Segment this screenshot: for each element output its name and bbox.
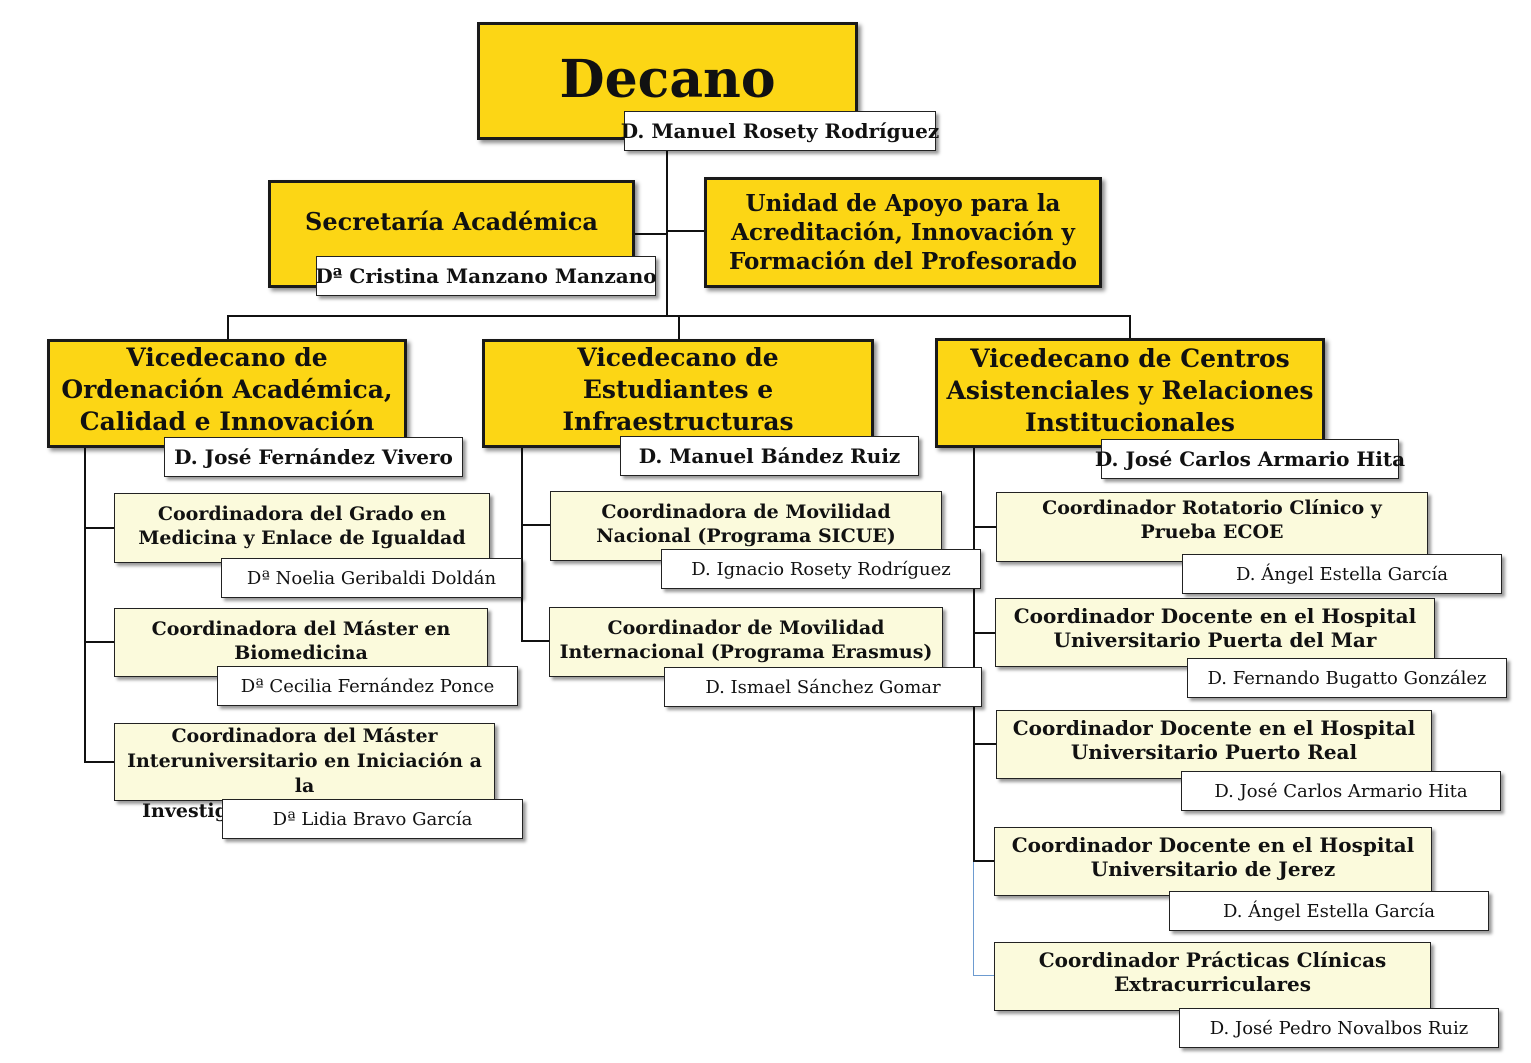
dean-name-box: D. Manuel Rosety Rodríguez (620, 111, 940, 151)
coordinator-3-5-name: D. José Pedro Novalbos Ruiz (1209, 1017, 1469, 1039)
connector-secretary (633, 233, 667, 235)
coordinator-1-2-name: Dª Cecilia Fernández Ponce (240, 675, 495, 697)
coordinator-3-4-box: Coordinador Docente en el Hospital Unive… (994, 827, 1432, 896)
coordinator-3-4-title: Coordinador Docente en el Hospital Unive… (1011, 833, 1415, 881)
coordinator-1-3-name-box: Dª Lidia Bravo García (222, 799, 523, 839)
connector-dean-trunk (666, 150, 668, 315)
dean-name: D. Manuel Rosety Rodríguez (620, 119, 940, 143)
secretary-title: Secretaría Académica (305, 207, 598, 236)
vicedean-1-name-box: D. José Fernández Vivero (164, 437, 463, 477)
coordinator-2-2-title: Coordinador de Movilidad Internacional (… (559, 617, 933, 663)
coordinator-1-3-box: Coordinadora del Máster Interuniversitar… (114, 723, 495, 822)
connector-support-unit (667, 230, 705, 232)
vicedean-1-name: D. José Fernández Vivero (174, 445, 453, 469)
connector-vd3-trunk (973, 447, 975, 862)
coordinator-3-5-title: Coordinador Prácticas Clínicas Extracurr… (1038, 948, 1387, 996)
connector-vd1-trunk (84, 447, 86, 763)
connector-vd3-c1 (973, 526, 997, 528)
coordinator-2-2-name-box: D. Ismael Sánchez Gomar (664, 667, 982, 707)
coordinator-2-2-box: Coordinador de Movilidad Internacional (… (549, 607, 943, 677)
coordinator-3-1-title: Coordinador Rotatorio Clínico y Prueba E… (1042, 497, 1382, 543)
coordinator-2-1-name: D. Ignacio Rosety Rodríguez (691, 558, 951, 580)
vicedean-2-name-box: D. Manuel Bández Ruiz (620, 436, 919, 476)
connector-vd1-c1 (84, 527, 116, 529)
coordinator-1-1-title: Coordinadora del Grado en Medicina y Enl… (138, 503, 466, 549)
coordinator-1-1-box: Coordinadora del Grado en Medicina y Enl… (114, 493, 490, 563)
connector-vd2-c1 (521, 524, 551, 526)
secretary-name: Dª Cristina Manzano Manzano (315, 264, 657, 288)
dean-title: Decano (559, 49, 776, 110)
vicedean-1-title: Vicedecano de Ordenación Académica, Cali… (61, 343, 393, 436)
connector-vd2-c2 (521, 640, 551, 642)
connector-vd2-trunk (521, 447, 523, 642)
vicedean-2-box: Vicedecano de Estudiantes e Infraestruct… (482, 339, 874, 448)
connector-vd1-drop (227, 315, 229, 340)
coordinator-2-1-title: Coordinadora de Movilidad Nacional (Prog… (596, 501, 896, 547)
coordinator-3-1-name-box: D. Ángel Estella García (1182, 554, 1502, 594)
coordinator-3-1-name: D. Ángel Estella García (1236, 563, 1448, 585)
connector-vd3-c3 (973, 743, 997, 745)
connector-vd3-c2 (973, 632, 997, 634)
coordinator-3-5-name-box: D. José Pedro Novalbos Ruiz (1179, 1008, 1499, 1048)
coordinator-1-1-name: Dª Noelia Geribaldi Doldán (246, 567, 497, 589)
connector-vd3-drop (1129, 315, 1131, 340)
coordinator-2-2-name: D. Ismael Sánchez Gomar (705, 676, 941, 698)
connector-vd1-c2 (84, 641, 116, 643)
coordinator-3-4-name-box: D. Ángel Estella García (1169, 891, 1489, 931)
vicedean-2-name: D. Manuel Bández Ruiz (638, 444, 901, 468)
vicedean-3-box: Vicedecano de Centros Asistenciales y Re… (935, 338, 1325, 448)
coordinator-3-3-name-box: D. José Carlos Armario Hita (1181, 771, 1501, 811)
coordinator-3-2-title: Coordinador Docente en el Hospital Unive… (1013, 604, 1417, 652)
coordinator-2-1-name-box: D. Ignacio Rosety Rodríguez (661, 549, 981, 589)
support-unit-box: Unidad de Apoyo para la Acreditación, In… (704, 177, 1102, 288)
connector-vd1-c3 (84, 761, 116, 763)
vicedean-2-title: Vicedecano de Estudiantes e Infraestruct… (562, 343, 794, 436)
coordinator-3-5-box: Coordinador Prácticas Clínicas Extracurr… (994, 942, 1431, 1011)
coordinator-3-2-box: Coordinador Docente en el Hospital Unive… (995, 598, 1435, 667)
coordinator-1-2-name-box: Dª Cecilia Fernández Ponce (217, 666, 518, 706)
coordinator-3-2-name: D. Fernando Bugatto González (1207, 667, 1487, 689)
connector-vd2-drop (678, 315, 680, 340)
coordinator-1-2-box: Coordinadora del Máster en Biomedicina (114, 608, 488, 677)
connector-vd3-trunk-extension (973, 862, 974, 976)
coordinator-3-3-box: Coordinador Docente en el Hospital Unive… (996, 710, 1432, 779)
coordinator-1-1-name-box: Dª Noelia Geribaldi Doldán (221, 558, 522, 598)
connector-vd3-c5 (973, 975, 995, 976)
coordinator-3-1-box: Coordinador Rotatorio Clínico y Prueba E… (996, 492, 1428, 562)
coordinator-3-3-title: Coordinador Docente en el Hospital Unive… (1012, 716, 1416, 764)
connector-vd3-c4 (973, 860, 997, 862)
vicedean-3-name-box: D. José Carlos Armario Hita (1095, 439, 1405, 479)
vicedean-3-name: D. José Carlos Armario Hita (1094, 447, 1406, 471)
coordinator-3-4-name: D. Ángel Estella García (1223, 900, 1435, 922)
vicedean-1-box: Vicedecano de Ordenación Académica, Cali… (47, 339, 407, 448)
secretary-name-box: Dª Cristina Manzano Manzano (315, 256, 657, 296)
vicedean-3-title: Vicedecano de Centros Asistenciales y Re… (946, 344, 1314, 437)
support-unit-title: Unidad de Apoyo para la Acreditación, In… (728, 190, 1078, 275)
coordinator-1-2-title: Coordinadora del Máster en Biomedicina (151, 618, 451, 664)
coordinator-3-3-name: D. José Carlos Armario Hita (1214, 780, 1468, 802)
coordinator-3-2-name-box: D. Fernando Bugatto González (1187, 658, 1507, 698)
coordinator-1-3-name: Dª Lidia Bravo García (272, 808, 473, 830)
